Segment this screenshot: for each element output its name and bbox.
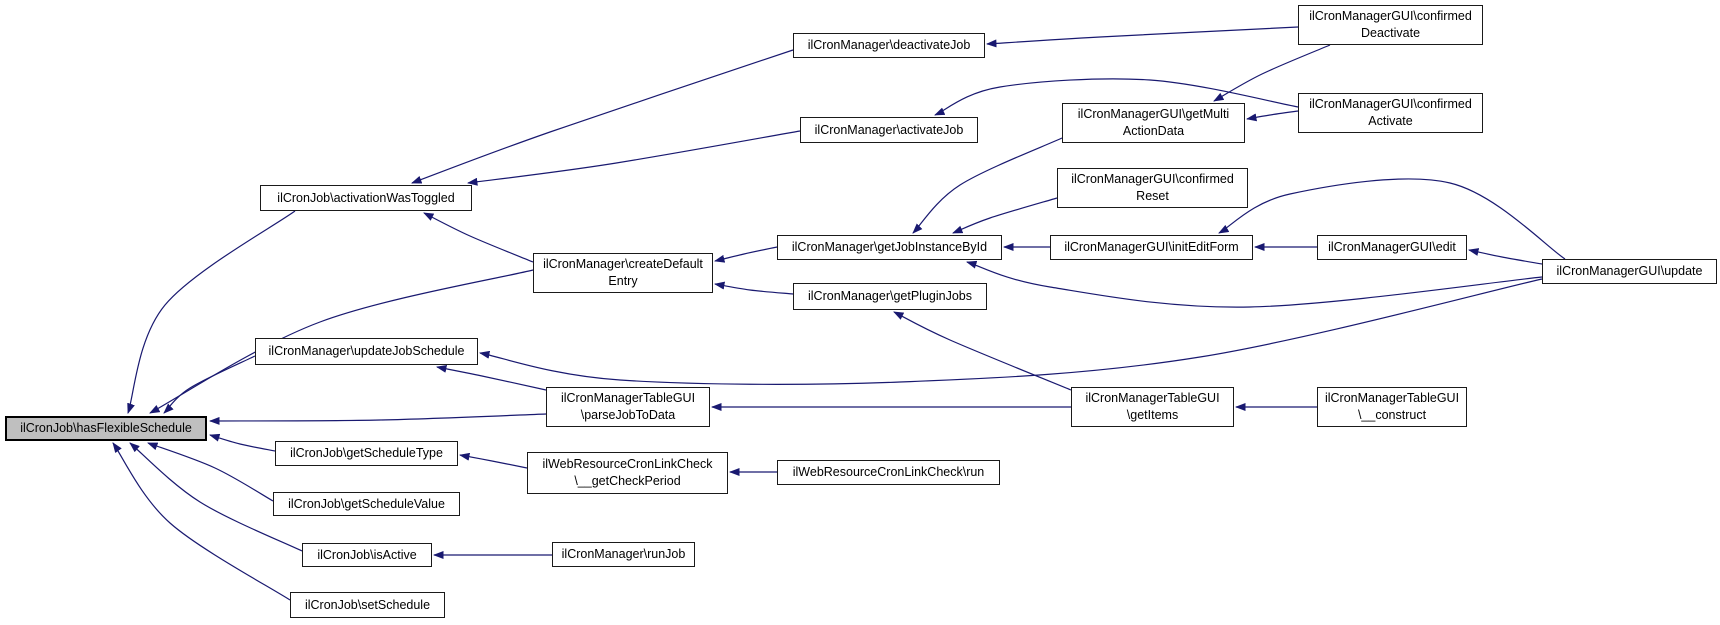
edge-parseJobToData-to-hasFlexibleSchedule	[209, 413, 547, 425]
node-getItems[interactable]: ilCronManagerTableGUI \getItems	[1071, 387, 1234, 427]
edge-update-to-edit	[1468, 248, 1543, 265]
node-initEditForm[interactable]: ilCronManagerGUI\initEditForm	[1050, 235, 1253, 260]
node-label: ilCronManagerTableGUI	[1085, 391, 1220, 405]
edge-activateJob-to-activationWasToggled	[467, 130, 801, 186]
node-run[interactable]: ilWebResourceCronLinkCheck\run	[777, 460, 1000, 485]
node-label: ilCronManagerGUI\confirmed	[1309, 97, 1472, 111]
edge-confirmedReset-to-getJobInstanceById	[952, 197, 1058, 234]
edge-getJobInstanceById-to-createDefaultEntry	[714, 246, 778, 263]
node-edit[interactable]: ilCronManagerGUI\edit	[1317, 235, 1467, 260]
edge-update-to-initEditForm	[1218, 178, 1566, 260]
node-label: ilCronManager\getJobInstanceById	[791, 240, 988, 254]
node-label: \getItems	[1126, 408, 1179, 422]
node-label: ilCronManager\updateJobSchedule	[268, 344, 465, 358]
node-label: ilCronManagerGUI\getMulti	[1077, 107, 1230, 121]
node-parseJobToData[interactable]: ilCronManagerTableGUI \parseJobToData	[546, 387, 710, 427]
node-label: \__construct	[1357, 408, 1427, 422]
edge-confirmedActivate-to-getMultiActionData	[1246, 110, 1299, 122]
node-label: ilCronManager\deactivateJob	[807, 38, 971, 52]
node-label: Reset	[1136, 189, 1169, 203]
edge-parseJobToData-to-updateJobSchedule	[436, 364, 547, 391]
node-activationWasToggled[interactable]: ilCronJob\activationWasToggled	[260, 185, 472, 211]
node-label: \parseJobToData	[580, 408, 676, 422]
edge-isActive-to-hasFlexibleSchedule	[129, 442, 303, 552]
node-getCheckPeriod[interactable]: ilWebResourceCronLinkCheck \__getCheckPer…	[527, 452, 728, 494]
node-deactivateJob[interactable]: ilCronManager\deactivateJob	[793, 33, 985, 58]
node-activateJob[interactable]: ilCronManager\activateJob	[800, 117, 978, 143]
node-label: ilCronManager\createDefault	[543, 257, 703, 271]
node-label: ilCronManagerGUI\confirmed	[1071, 172, 1234, 186]
node-label: ilCronManagerTableGUI	[560, 391, 696, 405]
node-label: ilCronManager\runJob	[561, 547, 686, 561]
node-getScheduleType[interactable]: ilCronJob\getScheduleType	[275, 441, 458, 466]
node-updateJobSchedule[interactable]: ilCronManager\updateJobSchedule	[255, 338, 478, 365]
node-label: ilCronManagerGUI\initEditForm	[1064, 240, 1239, 254]
edge-update-to-getJobInstanceById	[966, 260, 1543, 308]
node-label: Deactivate	[1360, 26, 1421, 40]
node-label: ilCronJob\setSchedule	[304, 597, 431, 612]
node-label: \__getCheckPeriod	[574, 474, 681, 488]
node-update[interactable]: ilCronManagerGUI\update	[1542, 259, 1717, 284]
edge-confirmedActivate-to-activateJob	[934, 78, 1299, 116]
node-label: ilCronManagerGUI\confirmed	[1309, 9, 1472, 23]
node-label: ilCronManager\activateJob	[814, 122, 964, 137]
edge-getScheduleValue-to-hasFlexibleSchedule	[147, 442, 274, 502]
node-getPluginJobs[interactable]: ilCronManager\getPluginJobs	[793, 283, 987, 310]
edge-getCheckPeriod-to-getScheduleType	[459, 452, 528, 469]
node-label: ActionData	[1122, 124, 1185, 138]
edge-confirmedDeactivate-to-getMultiActionData	[1213, 44, 1331, 102]
node-label: ilCronJob\getScheduleValue	[288, 496, 445, 511]
node-construct[interactable]: ilCronManagerTableGUI \__construct	[1317, 387, 1467, 427]
node-label: ilCronManagerGUI\update	[1556, 264, 1703, 278]
node-label: ilCronManager\getPluginJobs	[808, 289, 972, 303]
edge-setSchedule-to-hasFlexibleSchedule	[112, 442, 291, 601]
node-runJob[interactable]: ilCronManager\runJob	[552, 542, 695, 567]
node-label: ilWebResourceCronLinkCheck\run	[792, 465, 985, 479]
node-label: ilCronJob\hasFlexibleSchedule	[20, 421, 192, 435]
edge-getPluginJobs-to-createDefaultEntry	[714, 281, 794, 295]
edge-getScheduleType-to-hasFlexibleSchedule	[209, 433, 276, 452]
edge-getItems-to-getPluginJobs	[893, 311, 1072, 391]
node-hasFlexibleSchedule[interactable]: ilCronJob\hasFlexibleSchedule	[5, 416, 207, 441]
node-getScheduleValue[interactable]: ilCronJob\getScheduleValue	[273, 492, 460, 516]
edge-update-to-updateJobSchedule	[479, 278, 1543, 385]
edge-updateJobSchedule-to-hasFlexibleSchedule	[163, 355, 256, 414]
node-label: Activate	[1368, 114, 1413, 128]
node-label: ilCronJob\activationWasToggled	[277, 190, 455, 205]
edge-createDefaultEntry-to-hasFlexibleSchedule	[149, 269, 534, 414]
edge-createDefaultEntry-to-activationWasToggled	[423, 212, 534, 263]
node-getJobInstanceById[interactable]: ilCronManager\getJobInstanceById	[777, 235, 1002, 260]
edge-deactivateJob-to-activationWasToggled	[411, 49, 794, 184]
node-label: ilCronJob\getScheduleType	[290, 446, 443, 460]
node-label: ilWebResourceCronLinkCheck	[542, 457, 713, 471]
edge-activationWasToggled-to-hasFlexibleSchedule	[127, 210, 296, 414]
node-label: Entry	[608, 274, 638, 288]
node-label: ilCronManagerTableGUI	[1324, 391, 1460, 405]
node-isActive[interactable]: ilCronJob\isActive	[302, 543, 432, 567]
node-setSchedule[interactable]: ilCronJob\setSchedule	[290, 592, 445, 618]
node-label: ilCronManagerGUI\edit	[1328, 240, 1456, 254]
node-label: ilCronJob\isActive	[317, 547, 417, 562]
edge-getMultiActionData-to-getJobInstanceById	[912, 137, 1063, 234]
edge-confirmedDeactivate-to-deactivateJob	[986, 26, 1299, 48]
